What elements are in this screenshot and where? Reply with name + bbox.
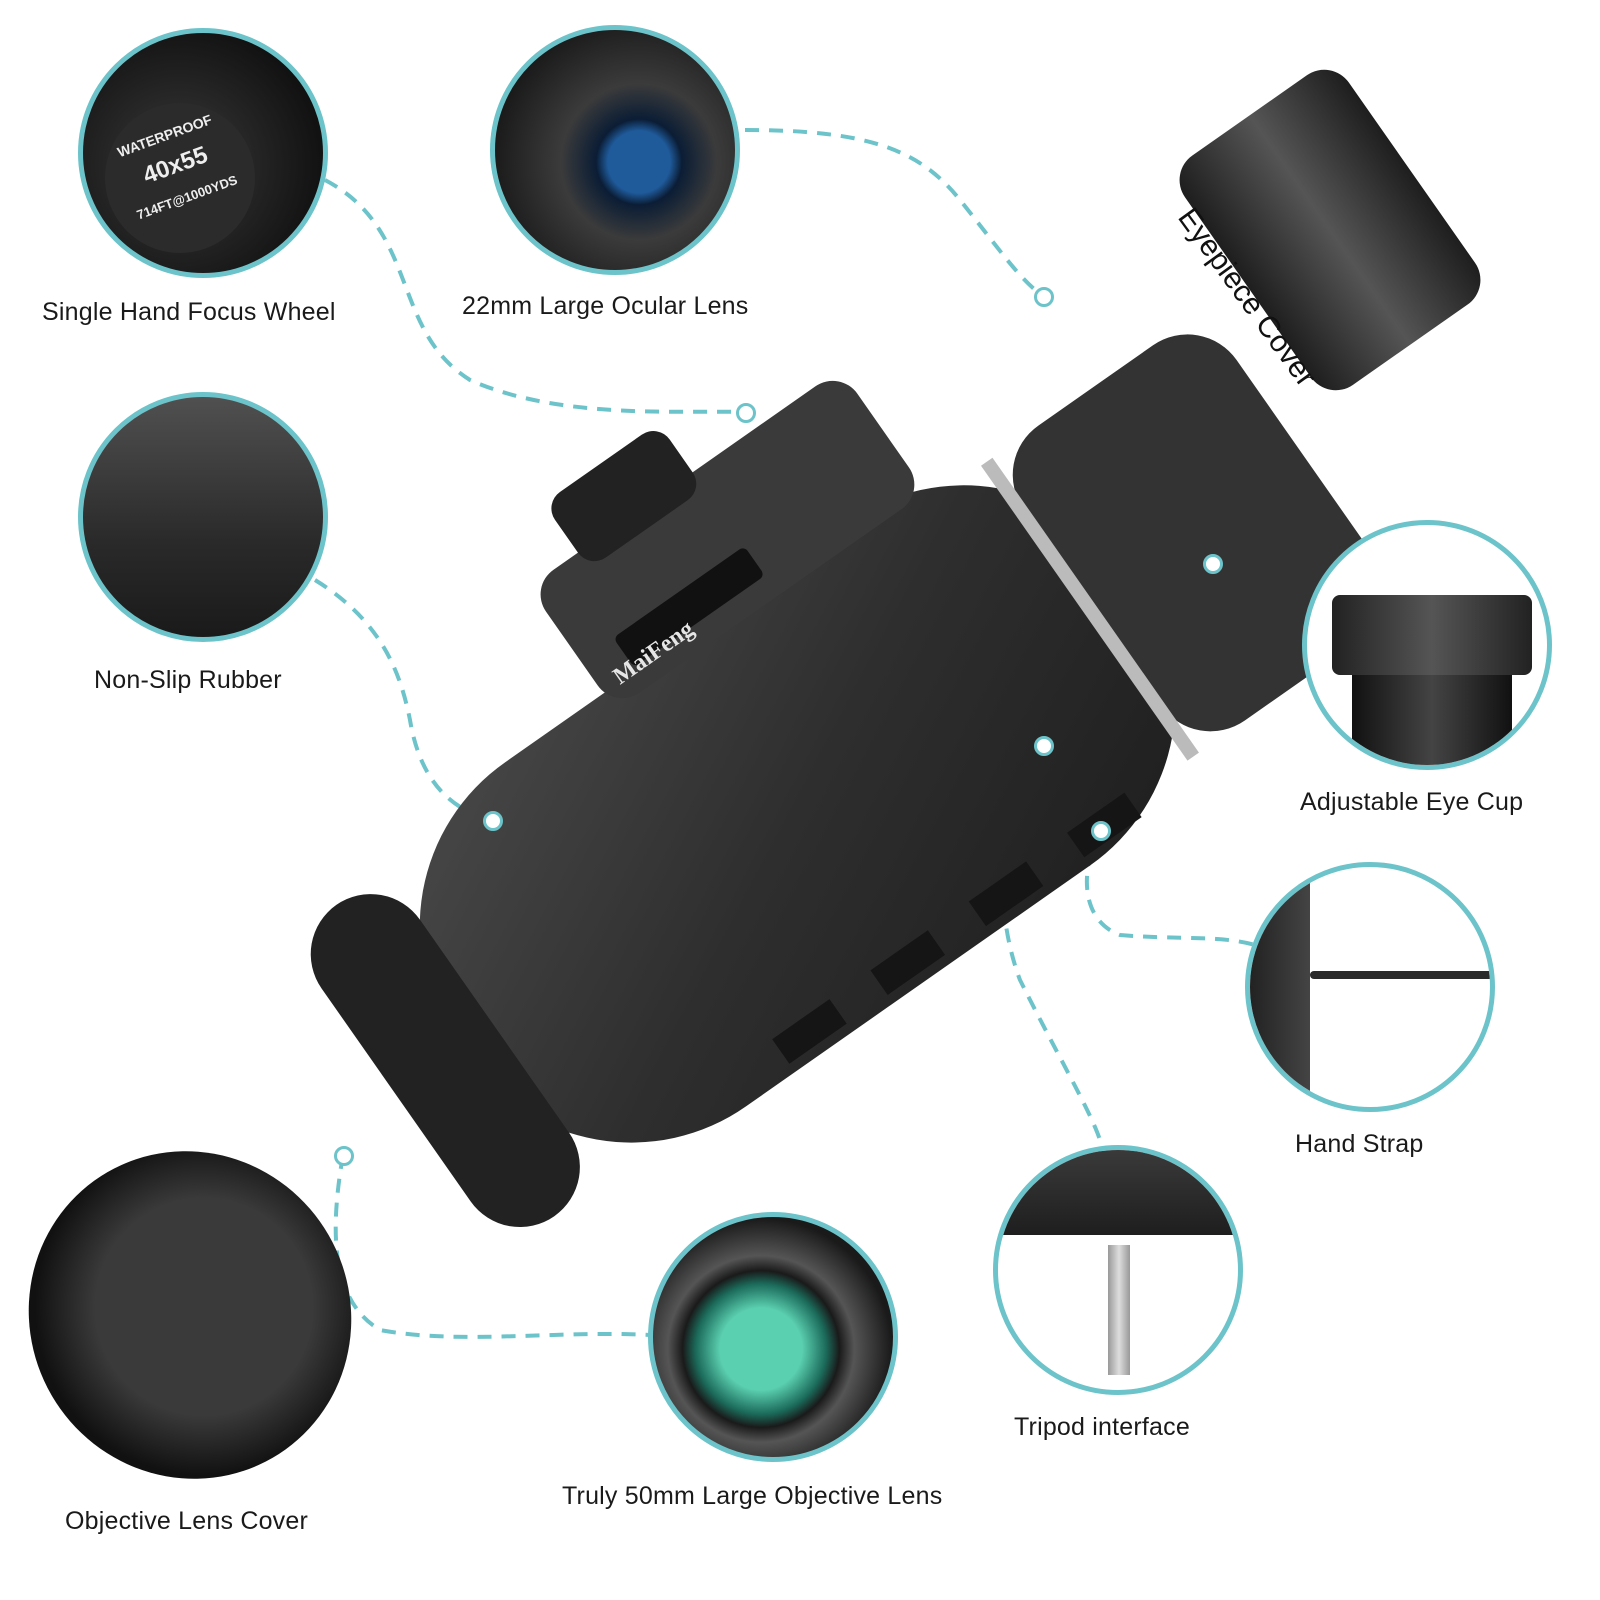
label-tripod-interface: Tripod interface [1014, 1413, 1190, 1441]
ocular-lens-anchor-dot [1034, 287, 1054, 307]
focus-wheel-callout: WATERPROOF 40x55 714FT@1000YDS [78, 28, 328, 278]
label-objective-cover: Objective Lens Cover [65, 1507, 309, 1535]
eye-cup-callout [1302, 520, 1552, 770]
label-ocular-lens: 22mm Large Ocular Lens [462, 292, 749, 320]
objective-anchor-dot [334, 1146, 354, 1166]
label-eye-cup: Adjustable Eye Cup [1300, 788, 1524, 816]
strap-anchor-dot [1091, 821, 1111, 841]
objective-lens-callout [648, 1212, 898, 1462]
rubber-anchor-dot [483, 811, 503, 831]
non-slip-rubber-callout [78, 392, 328, 642]
tripod-interface-callout [993, 1145, 1243, 1395]
label-objective-lens: Truly 50mm Large Objective Lens [562, 1482, 943, 1510]
eye-cup-anchor-dot [1203, 554, 1223, 574]
ocular-lens-callout [490, 25, 740, 275]
tripod-anchor-dot [1034, 736, 1054, 756]
hand-strap-callout [1245, 862, 1495, 1112]
label-hand-strap: Hand Strap [1295, 1130, 1424, 1158]
label-non-slip-rubber: Non-Slip Rubber [94, 666, 282, 694]
focus-wheel-anchor-dot [736, 403, 756, 423]
label-focus-wheel: Single Hand Focus Wheel [42, 298, 336, 326]
